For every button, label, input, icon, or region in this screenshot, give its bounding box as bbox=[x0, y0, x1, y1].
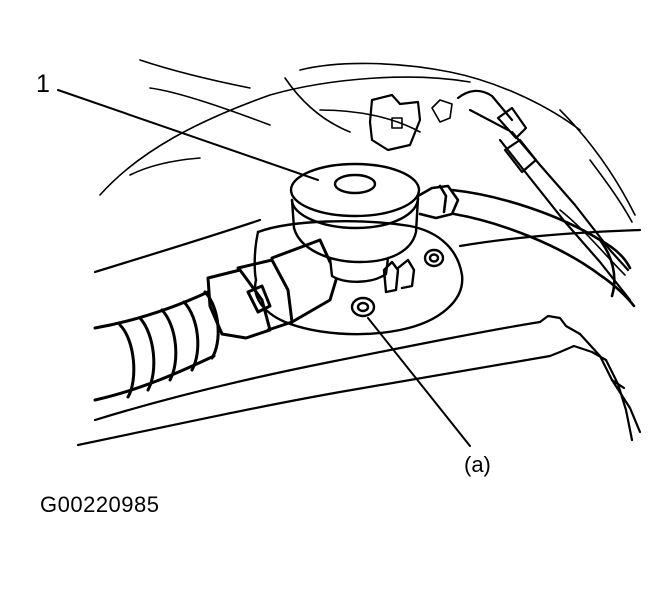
callout-label-1: 1 bbox=[36, 70, 50, 98]
valve-body bbox=[289, 162, 421, 283]
right-hose bbox=[416, 184, 636, 308]
mounting-flange bbox=[253, 220, 464, 336]
background-contours bbox=[99, 59, 636, 276]
bracket-assembly bbox=[368, 89, 632, 302]
floor-edges bbox=[76, 218, 642, 447]
figure-code: G00220985 bbox=[40, 492, 160, 517]
callout-label-a: (a) bbox=[464, 452, 491, 477]
leader-lines bbox=[57, 89, 471, 447]
leader-line-1 bbox=[57, 89, 319, 181]
leader-line-a bbox=[367, 317, 471, 447]
left-hose bbox=[93, 238, 338, 402]
